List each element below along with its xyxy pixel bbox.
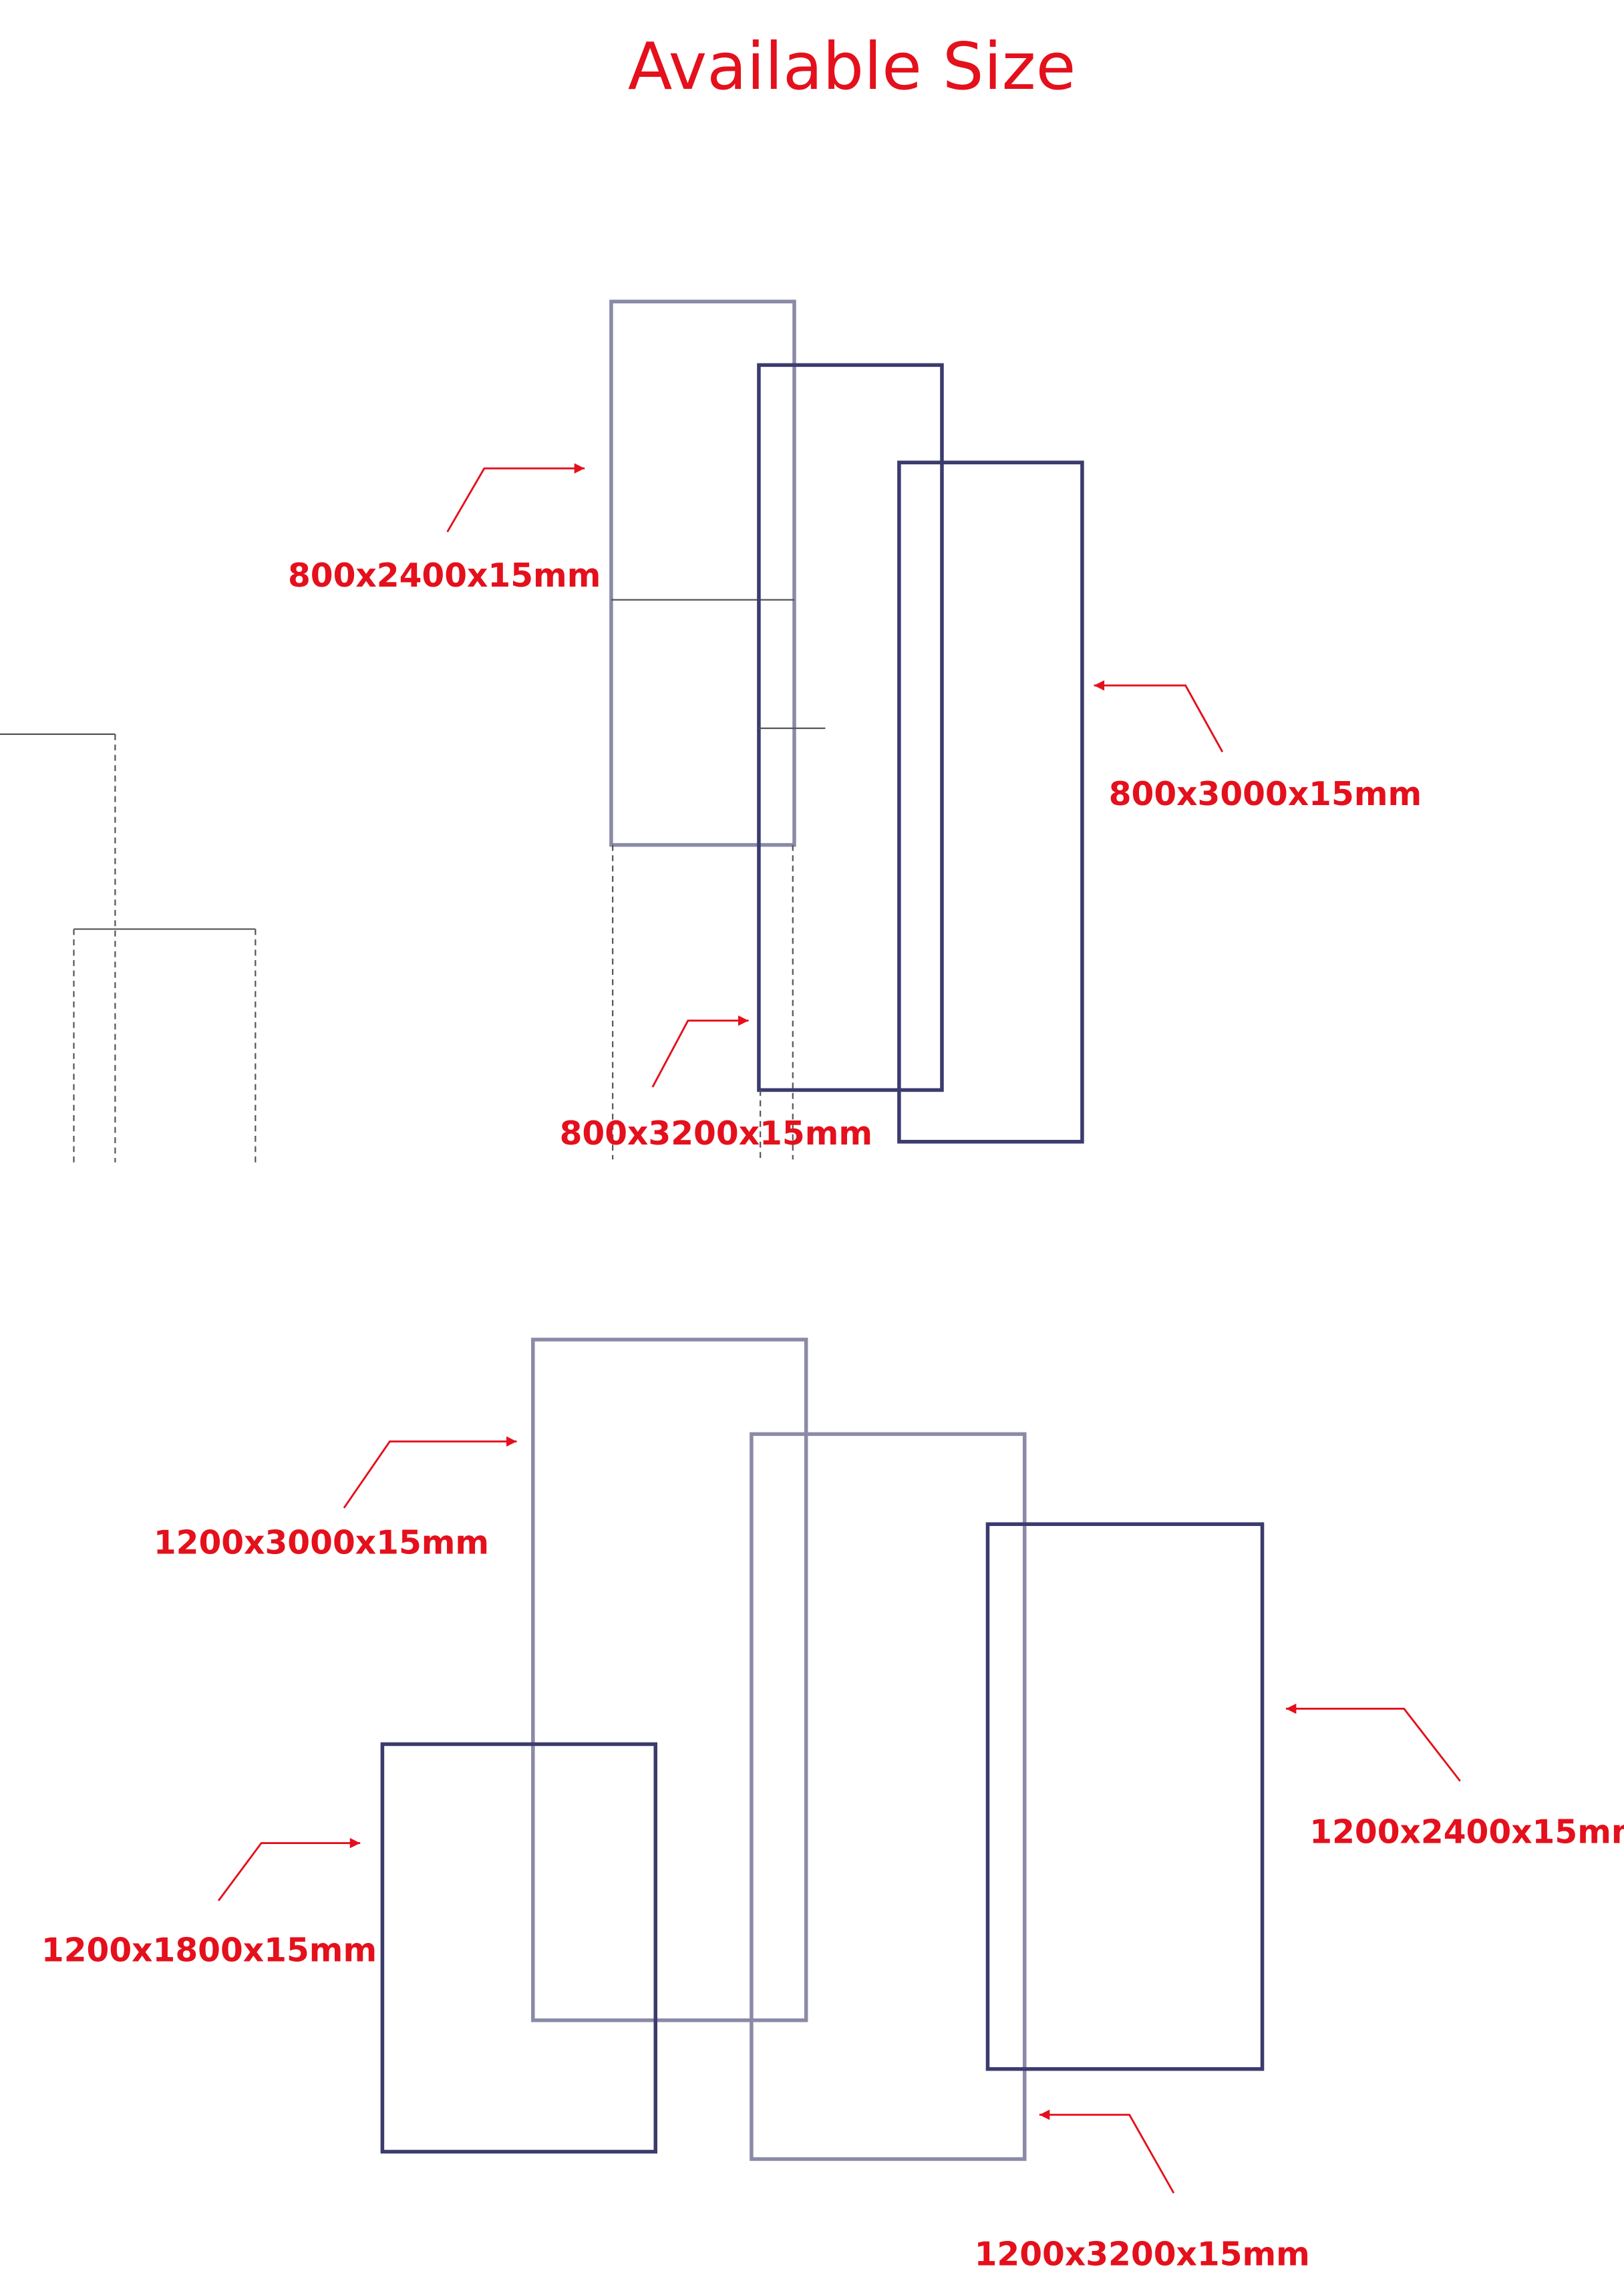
arrow-800x3000 bbox=[1094, 680, 1224, 753]
arrow-1200x3000 bbox=[343, 1436, 517, 1509]
size-label: 1200x3200x15mm bbox=[975, 2236, 1310, 2274]
slab-800x2400 bbox=[609, 299, 796, 1160]
slab-1200x2400 bbox=[985, 1522, 1265, 2071]
size-label: 800x3200x15mm bbox=[560, 1115, 872, 1153]
partial-outline-left bbox=[0, 733, 257, 1163]
page-title: Available Size bbox=[628, 29, 1076, 104]
arrow-800x3200 bbox=[651, 1015, 749, 1088]
size-label: 1200x2400x15mm bbox=[1309, 1814, 1624, 1851]
arrow-1200x3200 bbox=[1039, 2109, 1175, 2194]
slab-800x3000 bbox=[897, 460, 1084, 1144]
slab-1200x1800 bbox=[380, 1742, 658, 2154]
slab-1200x3000 bbox=[531, 1338, 808, 2022]
arrow-1200x2400 bbox=[1285, 1703, 1461, 1782]
size-label: 1200x1800x15mm bbox=[41, 1932, 377, 1969]
slab-1200x3200 bbox=[750, 1432, 1027, 2161]
arrow-1200x1800 bbox=[217, 1837, 361, 1902]
size-label: 1200x3000x15mm bbox=[154, 1524, 489, 1561]
size-label: 800x3000x15mm bbox=[1109, 776, 1422, 813]
arrow-800x2400 bbox=[446, 463, 585, 533]
size-label: 800x2400x15mm bbox=[288, 557, 601, 595]
slab-800x3200 bbox=[757, 363, 944, 1160]
